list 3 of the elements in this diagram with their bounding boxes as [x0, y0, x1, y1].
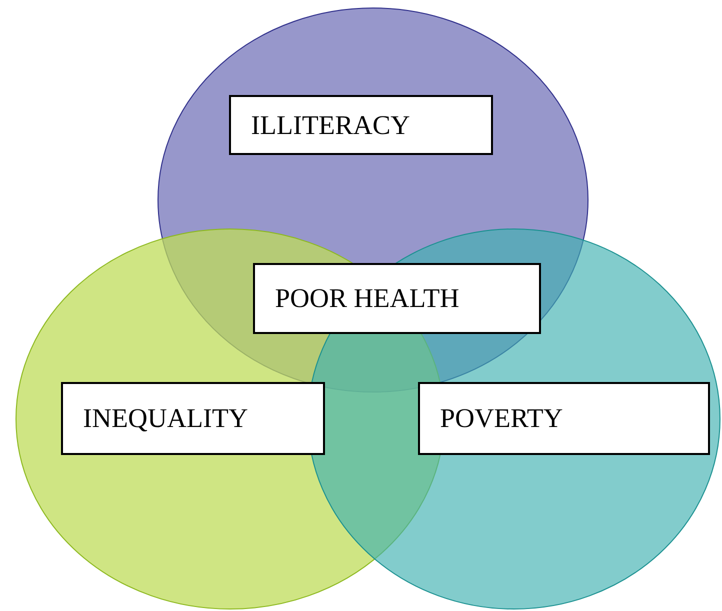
label-box: POVERTY: [418, 382, 710, 455]
label-box: INEQUALITY: [61, 382, 325, 455]
label-box: ILLITERACY: [229, 95, 493, 155]
